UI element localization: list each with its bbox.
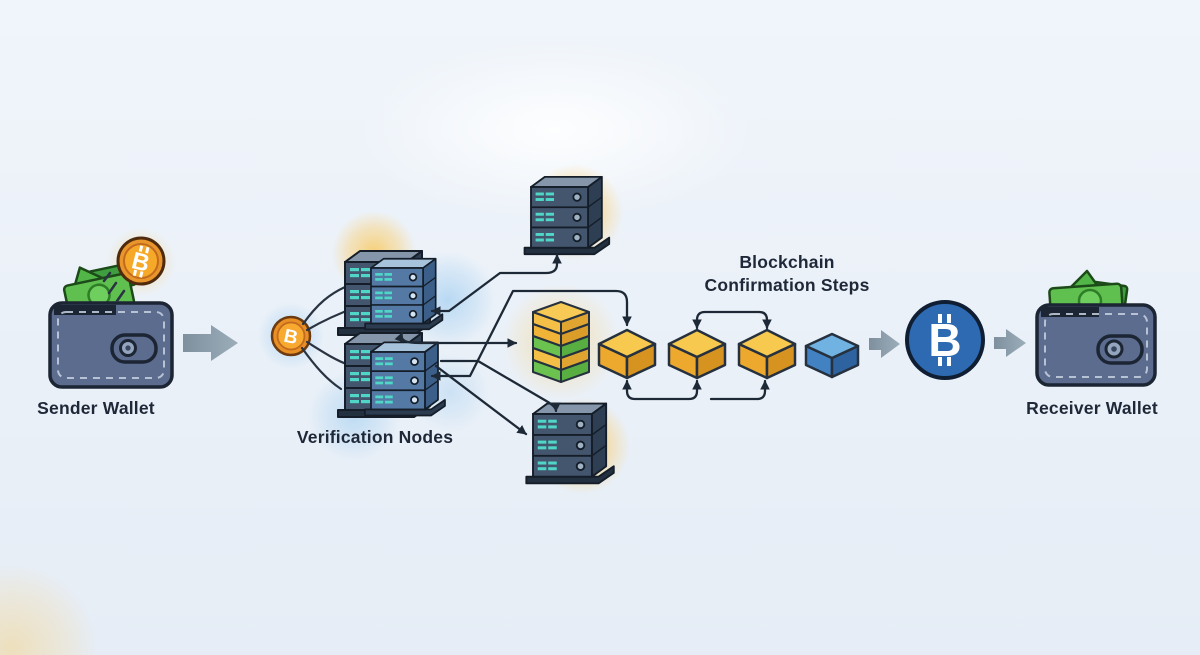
- blockchain-confirmation-label-line2: Confirmation Steps: [704, 275, 870, 295]
- flow-arrow-icon: [869, 330, 900, 358]
- broadcast-coin-icon: B: [270, 315, 312, 357]
- wallet-stitching: [57, 311, 165, 379]
- confirmation-block-1-icon: [597, 328, 657, 380]
- verification-node-cluster-top: [337, 250, 444, 336]
- connection-arrows: [394, 253, 772, 436]
- verification-nodes-label: Verification Nodes: [296, 427, 454, 447]
- blockchain-confirmation-label: Blockchain Confirmation Steps: [687, 251, 887, 297]
- receiver-wallet-label: Receiver Wallet: [1026, 398, 1158, 418]
- motion-dashes: [102, 271, 126, 303]
- receiver-wallet-icon: [1035, 269, 1157, 387]
- bitcoin-coin-icon: B: [116, 236, 166, 286]
- bitcoin-circle-icon: B: [905, 300, 985, 380]
- verification-node-cluster-bottom: [337, 332, 446, 418]
- confirmation-block-3-icon: [737, 328, 797, 380]
- validator-server-bottom-icon: [525, 402, 615, 485]
- block-stack-icon: [532, 301, 590, 383]
- validator-server-top-icon: [523, 175, 611, 256]
- sender-wallet-icon: B: [48, 236, 174, 389]
- sender-wallet-label: Sender Wallet: [37, 398, 155, 418]
- confirmation-block-2-icon: [667, 328, 727, 380]
- wallet-stitching: [1044, 313, 1148, 378]
- flow-arrow-icon: [183, 325, 238, 361]
- flow-arrow-icon: [994, 329, 1026, 357]
- confirmed-block-blue-icon: [804, 332, 860, 379]
- blockchain-confirmation-label-line1: Blockchain: [739, 252, 835, 272]
- svg-text:B: B: [282, 326, 300, 349]
- svg-text:B: B: [928, 314, 961, 366]
